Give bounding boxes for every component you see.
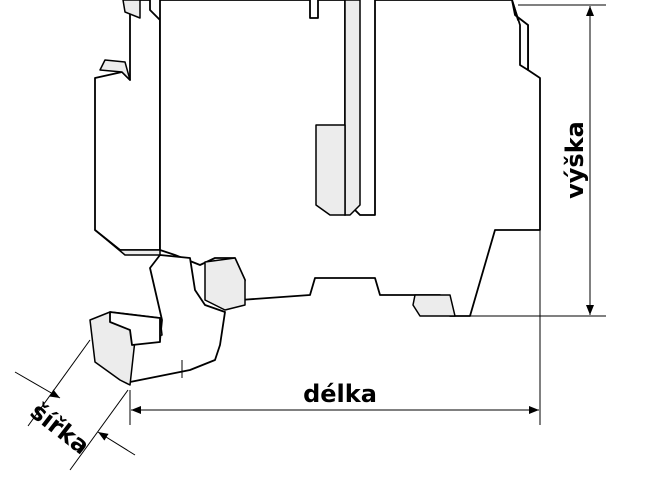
width-extension-right: [69, 389, 129, 471]
width-label: šířka: [25, 397, 95, 460]
length-label: délka: [303, 380, 377, 408]
length-dimension: délka: [129, 80, 541, 425]
height-dimension: výška: [470, 4, 606, 317]
terminal-block-body: [89, 0, 541, 386]
width-arrow-right: [97, 431, 136, 456]
height-label: výška: [561, 121, 589, 199]
width-arrow-left: [14, 371, 61, 399]
width-extension-left: [27, 339, 91, 427]
